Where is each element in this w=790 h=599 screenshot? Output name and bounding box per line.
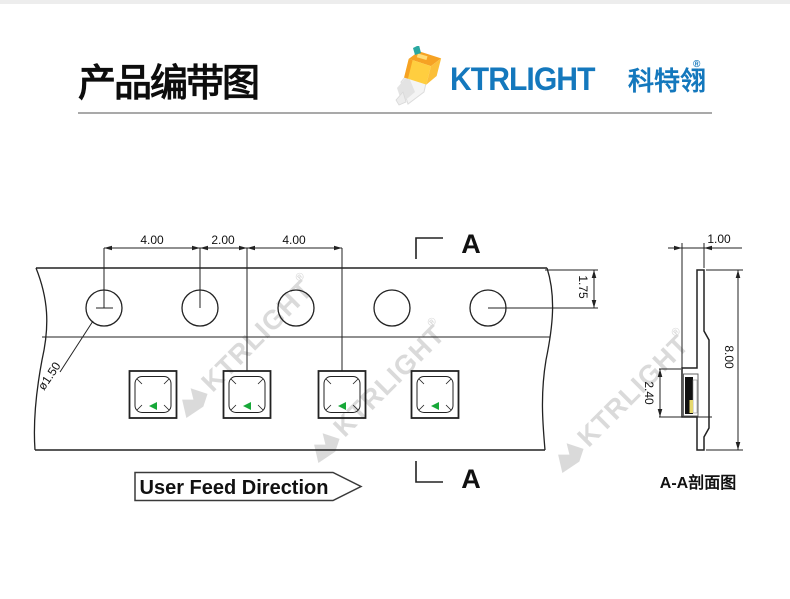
feed-direction-arrow [134,471,363,502]
section-profile [681,269,710,451]
dimension-arrows [104,245,342,251]
component-body [685,377,693,414]
brand-logo-text-cn: 科特翎 [628,66,707,96]
watermark-text: KTRLIGHT [328,319,451,442]
dimension-arrows [674,245,712,251]
section-view-caption: A-A剖面图 [660,473,736,492]
feed-direction-label: User Feed Direction [140,477,329,499]
sprocket-hole [373,289,411,327]
section-cut-bracket-top [415,237,443,259]
section-marker-top: A [461,229,481,259]
page-top-strip [0,0,790,4]
section-view [657,243,743,451]
dim-hole-pitch: 4.00 [140,233,164,247]
section-cut-bracket-bottom [415,461,443,483]
brand-registered-mark: ® [693,59,701,70]
polarity-mark [243,402,251,410]
pocket [128,370,178,419]
brand-logo-icon [395,46,442,106]
tape-plan-view [33,237,598,502]
sprocket-hole [277,289,315,327]
pocket [317,370,367,419]
header-divider [78,112,712,114]
dimension-arrows [591,270,597,308]
tape-right-break-edge [541,267,554,451]
watermark-group: KTRLIGHT ® KTRLIGHT ® KTRLIGHT ® [182,270,695,473]
dim-edge-to-hole: 1.75 [576,275,590,299]
dim-hole-to-pocket: 2.00 [211,233,235,247]
tape-left-break-edge [33,267,48,451]
section-marker-bottom: A [461,464,481,494]
dim-pocket-pitch: 4.00 [282,233,306,247]
pocket [222,370,272,419]
component-lens [692,379,698,414]
dim-tape-width: 8.00 [722,345,736,369]
dimension-arrows [657,369,663,417]
pocket-cavity [683,373,699,417]
watermark-text: KTRLIGHT [572,329,695,452]
polarity-mark [338,402,346,410]
polarity-mark [149,402,157,410]
dim-pocket-depth: 2.40 [642,381,656,405]
pocket [410,370,460,419]
brand-logo-text: KTRLIGHT [450,61,595,97]
component-contact [689,400,693,413]
page-title: 产品编带图 [78,63,260,105]
dimension-arrows [735,270,741,450]
polarity-mark [431,402,439,410]
brand-logo: KTRLIGHT 科特翎 ® [393,46,707,108]
leader-line [59,320,94,373]
watermark-text: KTRLIGHT [196,274,319,397]
dim-total-thickness: 1.00 [707,232,731,246]
